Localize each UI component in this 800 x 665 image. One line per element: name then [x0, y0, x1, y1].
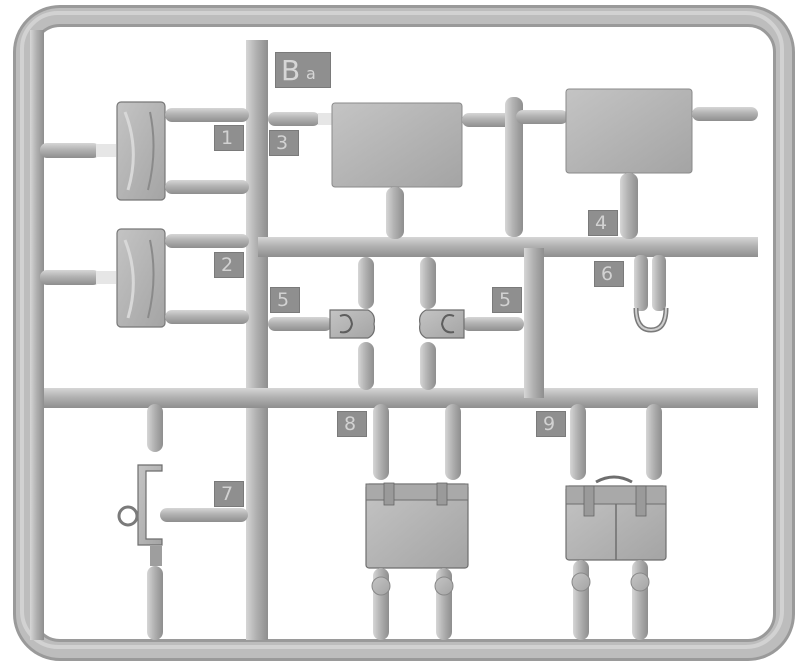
part-5a-clip [268, 257, 375, 390]
part-number: 9 [542, 413, 556, 435]
part-number-tag: 5 [270, 287, 300, 313]
part-1-box [40, 101, 249, 201]
outer-frame [13, 5, 795, 661]
part-4-panel [565, 88, 758, 239]
part-number-tag: 3 [269, 130, 299, 156]
part-number: 2 [220, 254, 234, 276]
part-number-tag: 1 [214, 125, 244, 151]
part-5b-clip [419, 257, 524, 390]
part-number-tag: 8 [337, 411, 367, 437]
part-number: 6 [600, 263, 614, 285]
part-number: 8 [343, 413, 357, 435]
part-number-tag: 9 [536, 411, 566, 437]
part-number: 5 [498, 289, 512, 311]
cross-runner [505, 97, 568, 237]
sprue-code-letter: B [281, 54, 301, 87]
part-number-tag: 6 [594, 261, 624, 287]
part-number-tag: 4 [588, 210, 618, 236]
part-number: 7 [220, 483, 234, 505]
sprue-code-suffix: a [306, 64, 316, 83]
part-number-tag: 5 [492, 287, 522, 313]
part-6-hook [633, 255, 669, 333]
part-number-tag: 7 [214, 481, 244, 507]
part-8-pouch [365, 404, 469, 640]
part-9-pouch [565, 404, 667, 640]
runners [30, 30, 758, 640]
part-number: 3 [275, 132, 289, 154]
part-number: 5 [276, 289, 290, 311]
part-7-bracket [117, 404, 248, 640]
part-number: 1 [220, 127, 234, 149]
part-number-tag: 2 [214, 252, 244, 278]
sprue-code-plate: B a [275, 52, 331, 88]
part-3-panel [268, 102, 516, 239]
part-2-box [40, 228, 249, 328]
part-number: 4 [594, 212, 608, 234]
